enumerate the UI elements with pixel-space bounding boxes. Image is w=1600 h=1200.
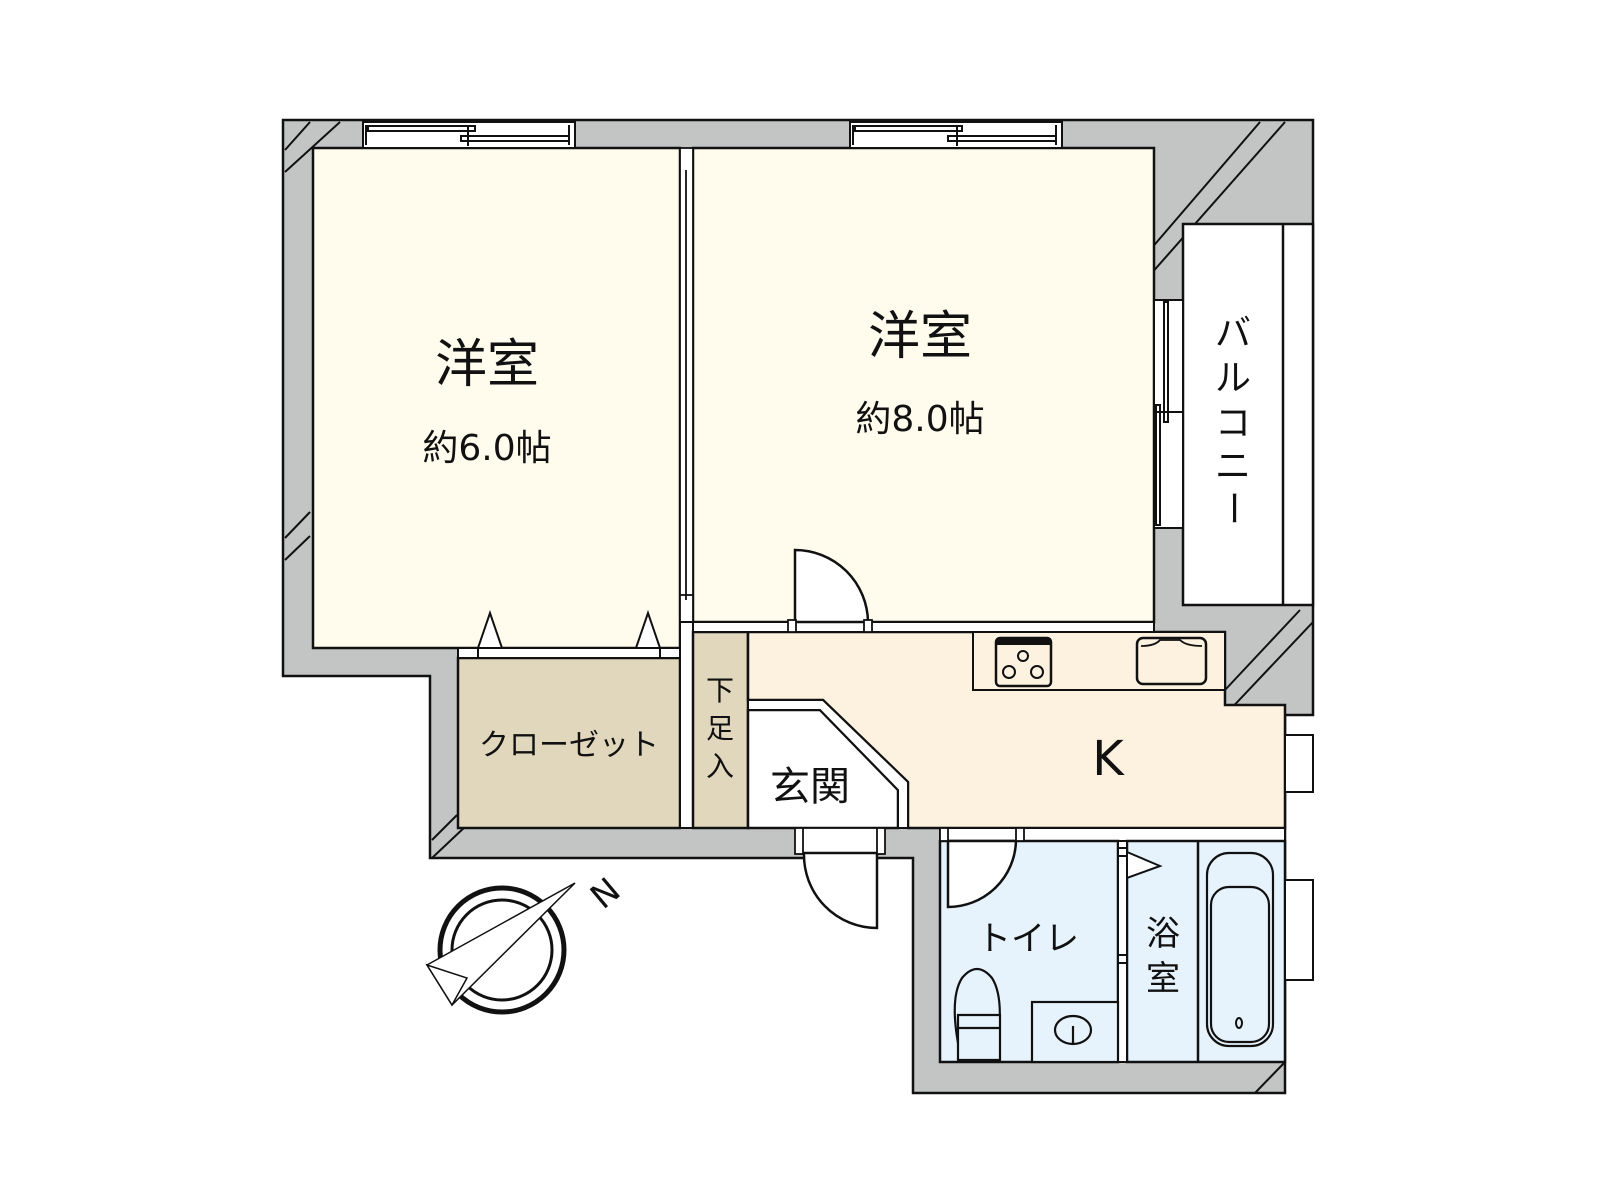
room-entrance-name: 玄関 [770, 764, 850, 810]
window-right [1284, 734, 1314, 981]
svg-text:足: 足 [706, 712, 734, 745]
svg-text:ー: ー [1212, 490, 1253, 526]
svg-text:室: 室 [1146, 959, 1180, 999]
room-western-1 [311, 146, 682, 650]
balcony-name: バ ル コ ニ ー [1212, 313, 1253, 526]
svg-text:入: 入 [706, 750, 734, 783]
door-room2 [787, 548, 873, 633]
window-balcony [1153, 299, 1184, 529]
svg-text:コ: コ [1215, 403, 1251, 444]
basin-icon [1030, 1000, 1120, 1064]
toilet-icon [953, 967, 1002, 1062]
hatch-marks [284, 121, 1314, 1094]
stove-icon [994, 636, 1053, 688]
room-shoe-storage-name: 下 足 入 [706, 674, 734, 783]
bathtub-icon [1205, 851, 1275, 1048]
compass-north-label: N [583, 870, 628, 917]
balcony [1181, 222, 1315, 607]
room-closet-name: クローゼット [479, 728, 659, 763]
svg-text:ル: ル [1215, 358, 1251, 399]
door-toilet [939, 827, 1025, 909]
sink-icon [1135, 636, 1208, 686]
closet-doors [457, 609, 681, 659]
room-kitchen-name: K [1092, 731, 1125, 787]
room-closet [456, 656, 682, 830]
room-bathroom-name: 浴 室 [1146, 914, 1180, 999]
svg-text:ニ: ニ [1215, 446, 1251, 487]
kitchen-counter [972, 631, 1226, 691]
room-western-1-name: 洋室 [435, 335, 539, 395]
svg-text:浴: 浴 [1146, 914, 1180, 954]
svg-text:下: 下 [706, 674, 734, 707]
window-top-left [362, 121, 576, 149]
room-western-2-name: 洋室 [868, 307, 972, 367]
compass-icon [425, 882, 576, 1015]
door-bathroom [1117, 847, 1163, 964]
room-toilet-name: トイレ [977, 919, 1079, 959]
room-western-2 [691, 146, 1156, 624]
door-entrance [794, 827, 886, 930]
room-western-1-size: 約6.0帖 [422, 428, 551, 469]
svg-text:バ: バ [1215, 313, 1251, 354]
window-top-right [849, 121, 1063, 149]
partition-sliding [679, 147, 694, 649]
room-western-2-size: 約8.0帖 [855, 399, 984, 440]
